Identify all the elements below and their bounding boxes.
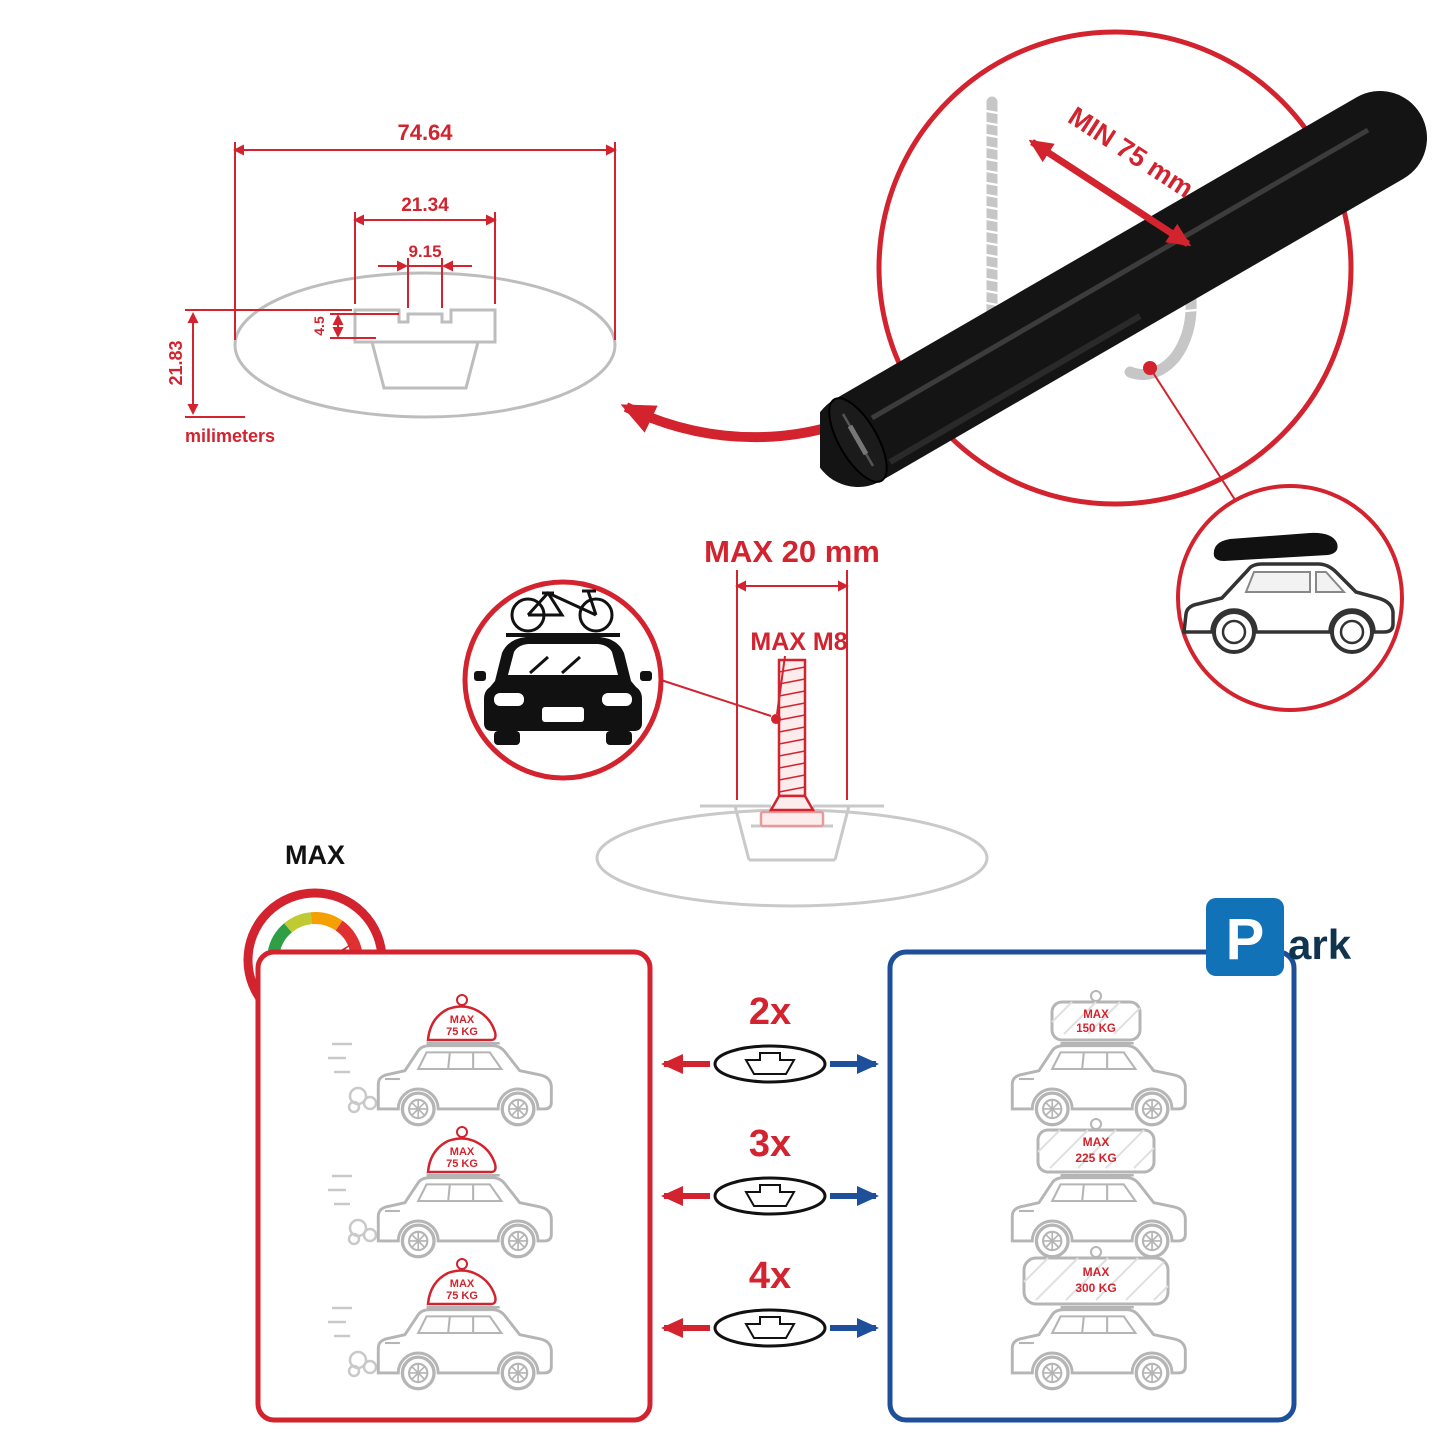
crossbar-3d	[820, 91, 1427, 487]
dim-total-height: 21.83	[166, 340, 186, 385]
bolt-leader-dot	[771, 714, 781, 724]
crossbar-detail-view: MIN 75 mm	[820, 29, 1427, 583]
car-front-icon	[474, 637, 652, 745]
load-label-max: MAX	[1083, 1135, 1110, 1149]
bolt-dim-lines	[660, 570, 849, 800]
roof-load-75-2: MAX 75 KG	[426, 1126, 497, 1174]
parked-car-row-2: MAX 225 KG	[1010, 1118, 1188, 1259]
speed-max-label: MAX	[285, 840, 345, 870]
load-label-kg: 225 KG	[1075, 1151, 1116, 1165]
parked-car-row-1: MAX 150 KG	[1010, 990, 1188, 1127]
load-label-max: MAX	[1083, 1009, 1109, 1021]
load-label-max: MAX	[1083, 1265, 1110, 1279]
park-sign-icon	[1206, 898, 1284, 976]
moving-car-row-3: MAX 75 KG	[328, 1258, 554, 1391]
suv-with-roofbox	[1182, 532, 1395, 654]
dim-units-label: milimeters	[185, 426, 275, 446]
roof-load-75-1: MAX 75 KG	[426, 994, 497, 1042]
capacity-panels: MAX 75 KG MAX 75 KG	[255, 898, 1352, 1423]
load-label-max: MAX	[450, 1014, 475, 1026]
vehicle-roofbox-circle	[1176, 484, 1404, 712]
dim-slot-outer: 21.34	[401, 195, 449, 216]
dimension-lines	[185, 142, 617, 418]
t-bolt-head-ghost	[759, 810, 825, 828]
bolt-thread-label: MAX M8	[750, 628, 847, 656]
multiplier-row-2: 3x	[661, 1123, 879, 1216]
park-sign-ark: ark	[1288, 921, 1352, 968]
multiplier-label: 4x	[749, 1255, 791, 1297]
park-sign: P ark	[1206, 898, 1352, 976]
load-label-kg: 75 KG	[446, 1290, 478, 1302]
moving-car-row-1: MAX 75 KG	[328, 994, 554, 1127]
load-label-max: MAX	[450, 1146, 475, 1158]
dim-slot-inner: 9.15	[408, 242, 441, 261]
multiplier-row-3: 4x	[661, 1255, 879, 1348]
roof-load-150: MAX 150 KG	[1050, 990, 1142, 1042]
roof-load-300: MAX 300 KG	[1022, 1246, 1170, 1306]
moving-car-row-2: MAX 75 KG	[328, 1126, 554, 1259]
bolt-width-label: MAX 20 mm	[704, 534, 880, 569]
load-label-kg: 150 KG	[1076, 1023, 1116, 1035]
bolt-spec-diagram: MAX 20 mm MAX M8	[595, 534, 989, 908]
bike-roof-circle	[462, 579, 664, 781]
park-sign-p: P	[1226, 907, 1265, 972]
multiplier-label: 3x	[749, 1123, 791, 1165]
multiplier-row-1: 2x	[661, 991, 879, 1084]
dim-lip-depth: 4.5	[311, 316, 327, 336]
multiplier-label: 2x	[749, 991, 791, 1033]
load-label-max: MAX	[450, 1278, 475, 1290]
roof-load-75-3: MAX 75 KG	[426, 1258, 497, 1306]
roof-load-225: MAX 225 KG	[1036, 1118, 1156, 1174]
load-label-kg: 75 KG	[446, 1158, 478, 1170]
motion-lines	[328, 1174, 378, 1246]
roof-box-icon	[1213, 532, 1338, 561]
dimension-labels: 74.64 21.34 9.15 4.5 21.83 milimeters	[166, 120, 453, 446]
min-clamp-arrow	[1028, 139, 1192, 247]
attachment-point-dot	[1143, 361, 1157, 375]
crossbar-cross-section-outline	[233, 271, 617, 419]
load-label-kg: 75 KG	[446, 1026, 478, 1038]
dim-total-width: 74.64	[397, 120, 453, 145]
load-label-kg: 300 KG	[1075, 1281, 1116, 1295]
parked-car-row-3: MAX 300 KG	[1010, 1246, 1188, 1391]
bicycle-icon	[506, 589, 620, 637]
bolt-drawing	[768, 658, 816, 812]
motion-lines	[328, 1306, 378, 1378]
motion-lines	[328, 1042, 378, 1114]
crossbar-dimension-diagram: 74.64 21.34 9.15 4.5 21.83 milimeters	[166, 120, 617, 446]
